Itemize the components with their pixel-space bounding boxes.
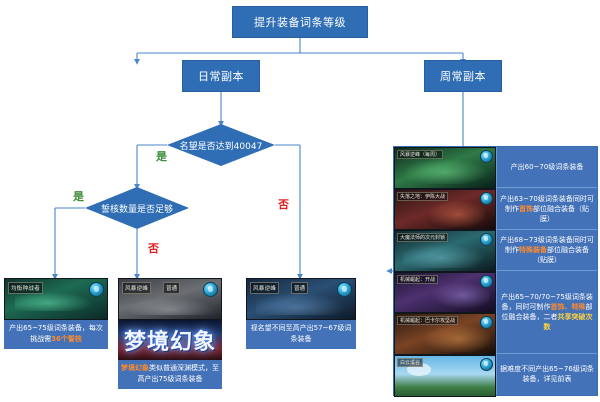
card-title: 风暴逆峰 [122,282,152,294]
caption-highlight: 36个誓核 [51,335,82,343]
text-prefix: 产出68~73级词条装备同时可制作 [500,235,594,254]
panel-text-column: 产出60~70级词条装备 产出63~70级词条装备同时可制作首饰部位融合装备（贴… [495,147,597,395]
card-badge: 普通 [291,282,309,294]
panel-row-text: 产出60~70级词条装备 [496,147,597,189]
edge-label-no-fame: 否 [278,198,289,211]
edge-label-no-core: 否 [148,242,159,255]
node-weekly-dungeon-label: 周常副本 [440,70,486,83]
card-badge: 普通 [163,282,181,294]
panel-row-text: 据难度不同产出65~76级词条装备，详见前表 [497,354,597,395]
reward-orb-icon [337,282,352,297]
panel-row-text: 产出68~73级词条装备同时可制作特殊装备部位融合装备（贴膜） [496,230,597,272]
card-caption: 梦境幻象类似普通深渊模式，至高产出75级词条装备 [118,360,222,389]
text-highlight: 首饰、特殊 [550,302,586,311]
card-hero-title: 梦境幻象 [123,330,216,355]
card-thumbnail: 均衡种战者 [4,278,108,320]
text-prefix: 产出63~70级词条装备同时可制作 [500,194,594,213]
text-suffix: 部位融合装备，二者 [501,302,593,321]
panel-row-title: 风暴逆峰（每周） [397,150,444,159]
text-prefix: 产出60~70级词条装备 [510,163,584,172]
panel-row-title: 机械崛起：巴卡尔攻坚战 [397,316,459,326]
node-daily-dungeon-label: 日常副本 [198,70,244,83]
reward-orb-icon [89,282,104,297]
panel-row-thumbnail[interactable]: 失落之地：伊陈大战 [394,188,496,231]
reward-orb-icon [479,150,493,163]
panel-row-title: 白云溪谷 [397,357,424,367]
node-root-label: 提升装备词条等级 [254,16,346,29]
caption-suffix: 类似普通深渊模式，至高产出75级词条装备 [137,364,219,383]
edge-label-yes-fame: 是 [156,150,167,163]
reward-orb-icon [479,233,493,247]
panel-row-thumbnail[interactable]: 大魔法师的次元封锁 [394,230,496,272]
card-balance-warrior[interactable]: 均衡种战者 产出65~75级词条装备，每次挑战需36个誓核 [4,278,108,349]
decision-fame-threshold[interactable]: 名望是否达到40047 [167,124,275,166]
panel-row-title: 机械崛起：开战 [397,274,439,284]
card-caption: 产出65~75级词条装备，每次挑战需36个誓核 [4,320,108,349]
panel-row-thumbnail[interactable]: 机械崛起：开战 [394,271,496,314]
reward-orb-icon [203,282,218,297]
text-suffix: 部位融合装备（贴膜） [532,204,589,223]
reward-orb-icon [479,191,493,205]
diamond-shape [167,124,275,166]
card-dream-illusion[interactable]: 风暴逆峰 普通 梦境幻象 梦境幻象类似普通深渊模式，至高产出75级词条装备 [118,278,222,389]
text-highlight: 特殊装备 [518,245,547,254]
panel-row-thumbnail[interactable]: 机械崛起：巴卡尔攻坚战 [394,313,496,355]
caption-highlight: 梦境幻象 [121,364,149,372]
panel-row-text: 产出63~70级词条装备同时可制作首饰部位融合装备（贴膜） [496,188,597,230]
panel-image-column: 风暴逆峰（每周） 失落之地：伊陈大战 大魔法师的次元封锁 机械崛起：开战 机械崛 [394,147,496,397]
caption-prefix: 视名望不同至高产出57~67级词条装备 [250,324,352,343]
card-storm-peak-normal[interactable]: 风暴逆峰 普通 视名望不同至高产出57~67级词条装备 [246,278,356,349]
text-highlight-secondary: 共享突破次数 [543,312,593,331]
edge-label-yes-core: 是 [73,190,84,203]
panel-row-text-merged: 产出65~70/70~75级词条装备，同时可制作首饰、特殊部位融合装备，二者共享… [496,271,597,354]
text-prefix: 产出65~70/70~75级词条装备，同时可制作 [501,292,593,311]
card-title: 均衡种战者 [8,282,44,294]
card-hero-banner: 梦境幻象 [118,320,222,360]
panel-row-thumbnail[interactable]: 白云溪谷 [394,354,496,397]
panel-row-title: 大魔法师的次元封锁 [397,233,449,243]
text-suffix: 部位融合装备（贴膜） [532,245,589,264]
panel-row-title: 失落之地：伊陈大战 [397,191,449,201]
reward-orb-icon [479,316,493,330]
panel-row-thumbnail[interactable]: 风暴逆峰（每周） [394,147,496,189]
card-thumbnail: 风暴逆峰 普通 [246,278,356,320]
decision-fame-threshold-label: 名望是否达到40047 [179,141,263,152]
weekly-dungeon-panel: 风暴逆峰（每周） 失落之地：伊陈大战 大魔法师的次元封锁 机械崛起：开战 机械崛 [393,146,598,397]
text-prefix: 据难度不同产出65~76级词条装备，详见前表 [500,365,594,384]
text-highlight: 首饰 [518,204,533,213]
node-weekly-dungeon[interactable]: 周常副本 [424,60,502,92]
node-root[interactable]: 提升装备词条等级 [232,6,368,38]
card-thumbnail: 风暴逆峰 普通 [118,278,222,320]
caption-prefix: 产出65~75级词条装备，每次挑战需 [9,324,103,343]
card-caption: 视名望不同至高产出57~67级词条装备 [246,320,356,349]
node-daily-dungeon[interactable]: 日常副本 [182,60,260,92]
card-title: 风暴逆峰 [250,282,280,294]
reward-orb-icon [479,357,493,371]
diamond-shape [85,187,189,229]
reward-orb-icon [479,274,493,288]
decision-oath-core-count-label: 誓核数量是否足够 [100,204,173,215]
decision-oath-core-count[interactable]: 誓核数量是否足够 [85,187,189,229]
